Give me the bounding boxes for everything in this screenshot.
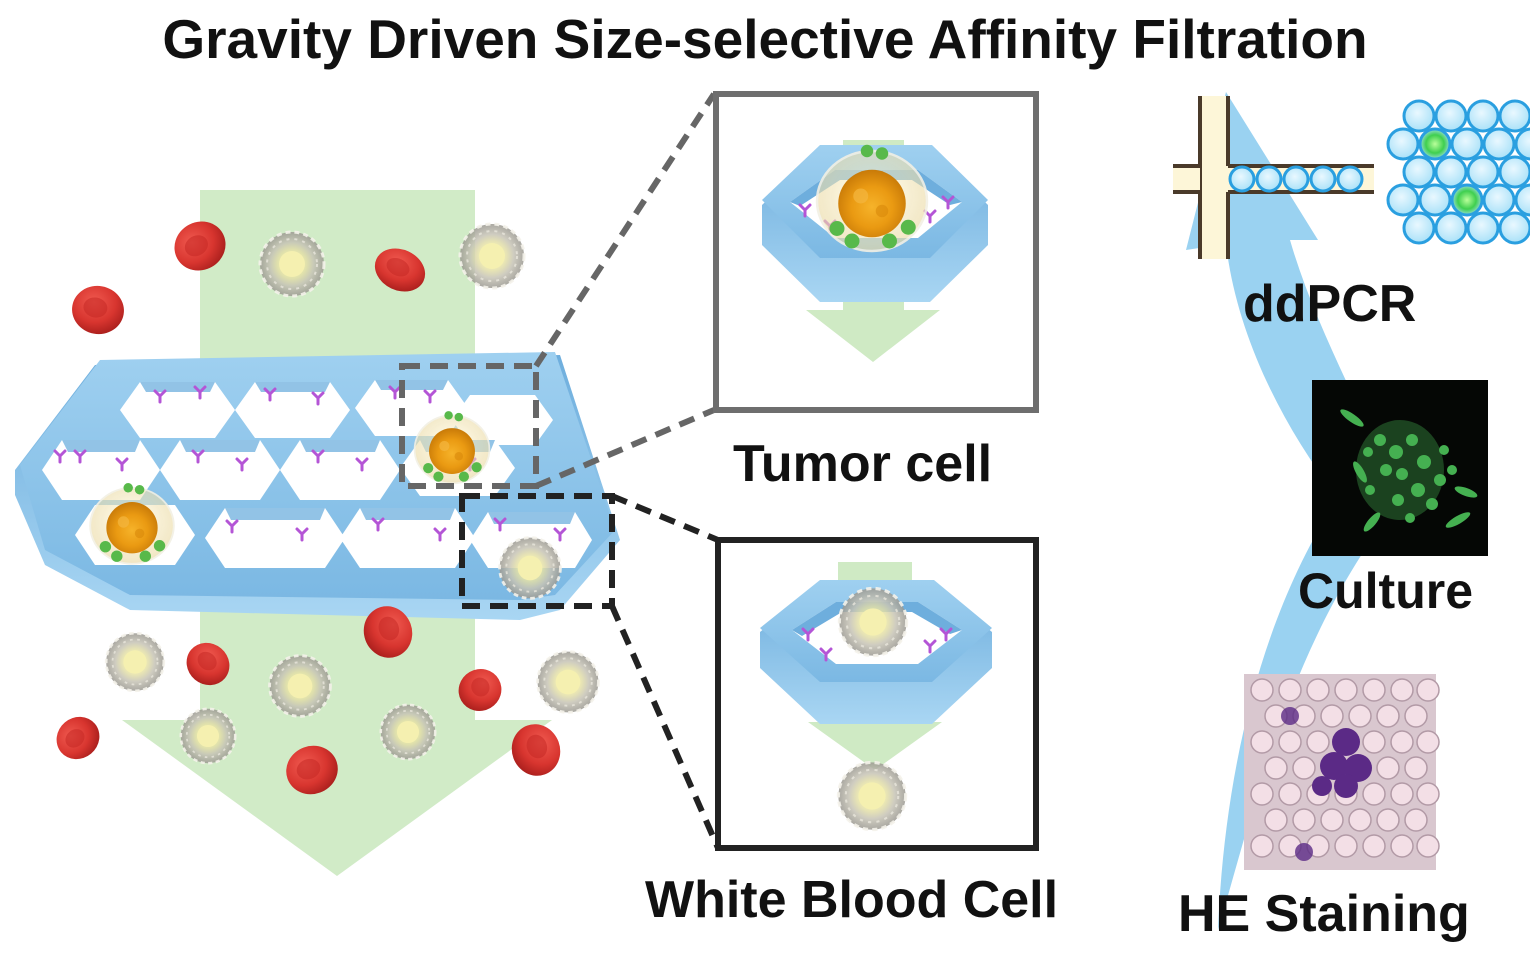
white-blood-cell-icon xyxy=(258,230,326,298)
white-blood-cell-icon xyxy=(104,631,166,693)
workflow-arrow xyxy=(1186,92,1400,930)
white-blood-cell-icon xyxy=(379,703,437,761)
white-blood-cell-label: White Blood Cell xyxy=(645,871,1059,929)
red-blood-cell-icon xyxy=(68,281,128,339)
page-title: Gravity Driven Size-selective Affinity F… xyxy=(162,8,1368,70)
droplet-channel-icon xyxy=(1173,96,1374,259)
white-blood-cell-icon xyxy=(536,650,600,714)
he-staining-image xyxy=(1244,674,1440,870)
tumor-zoom-panel xyxy=(713,91,1039,413)
wbc-zoom-panel xyxy=(715,537,1039,851)
tumor-cell-label: Tumor cell xyxy=(733,435,993,493)
zoom-connector-lines xyxy=(533,92,721,850)
white-blood-cell-icon xyxy=(498,536,562,600)
culture-image xyxy=(1312,380,1488,556)
droplet-array-icon xyxy=(1386,99,1530,245)
white-blood-cell-icon xyxy=(458,222,526,290)
white-blood-cell-icon xyxy=(179,707,237,765)
he-staining-label: HE Staining xyxy=(1178,885,1470,943)
white-blood-cell-icon xyxy=(268,654,332,718)
red-blood-cell-icon xyxy=(47,708,109,768)
tumor-zoom-region xyxy=(399,363,539,489)
ddpcr-label: ddPCR xyxy=(1243,275,1417,333)
wbc-zoom-region xyxy=(459,493,615,609)
culture-label: Culture xyxy=(1298,563,1473,619)
